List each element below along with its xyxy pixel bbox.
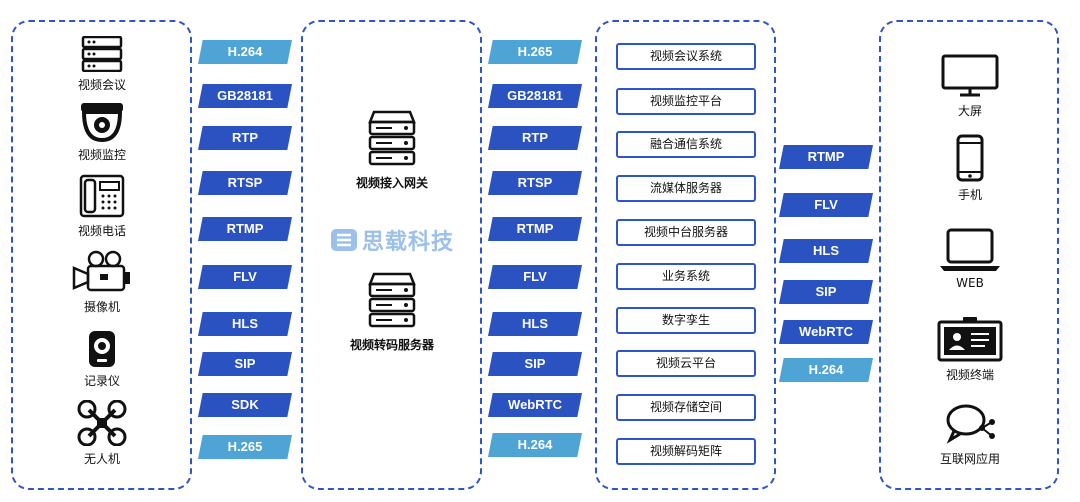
output-protocol-tag: HLS <box>488 312 582 336</box>
device-video-conference: 视频会议 <box>37 36 167 93</box>
input-protocol-tag: RTSP <box>198 171 292 195</box>
output-protocol-tag: SIP <box>488 352 582 376</box>
body-recorder-icon <box>89 331 115 367</box>
input-protocol-tag: H.265 <box>198 435 292 459</box>
system-box: 流媒体服务器 <box>616 175 756 202</box>
terminal-label: 大屏 <box>957 104 982 118</box>
input-protocol-tag: H.264 <box>198 40 292 64</box>
device-drone: 无人机 <box>37 400 167 467</box>
watermark: 思载科技 <box>330 224 454 256</box>
output-protocol-tag: GB28181 <box>488 84 582 108</box>
output-protocol-tag: H.265 <box>488 40 582 64</box>
terminals-panel <box>879 20 1059 490</box>
device-label: 视频电话 <box>77 224 126 238</box>
device-video-phone: 视频电话 <box>37 174 167 239</box>
video-conference-icon <box>81 36 123 72</box>
terminal-label: 视频终端 <box>945 368 994 382</box>
distribution-protocol-tag: H.264 <box>779 358 873 382</box>
monitor-icon <box>941 54 999 97</box>
system-box: 视频会议系统 <box>616 43 756 70</box>
system-box: 业务系统 <box>616 263 756 290</box>
system-box: 视频存储空间 <box>616 394 756 421</box>
input-protocol-tag: SIP <box>198 352 292 376</box>
company-logo-icon <box>331 229 357 251</box>
system-box: 视频监控平台 <box>616 88 756 115</box>
input-protocol-tag: FLV <box>198 265 292 289</box>
server-label: 视频转码服务器 <box>349 338 434 352</box>
video-phone-icon <box>79 174 125 218</box>
transcoding-server: 视频转码服务器 <box>312 270 472 353</box>
server-label: 视频接入网关 <box>355 176 428 190</box>
source-devices-panel <box>11 20 192 490</box>
terminal-phone: 手机 <box>905 134 1035 203</box>
terminal-label: WEB <box>956 276 984 290</box>
device-label: 无人机 <box>83 452 120 466</box>
drone-icon <box>77 400 127 446</box>
device-camcorder: 摄像机 <box>37 250 167 315</box>
terminal-big-screen: 大屏 <box>905 54 1035 119</box>
distribution-protocol-tag: WebRTC <box>779 320 873 344</box>
gateway-server: 视频接入网关 <box>312 108 472 191</box>
distribution-protocol-tag: HLS <box>779 239 873 263</box>
device-label: 记录仪 <box>83 374 120 388</box>
device-recorder: 记录仪 <box>37 330 167 389</box>
watermark-text: 思载科技 <box>362 230 455 255</box>
server-rack-icon <box>368 110 416 166</box>
laptop-icon <box>940 228 1000 271</box>
terminal-web: WEB <box>905 228 1035 290</box>
smartphone-icon <box>956 134 984 182</box>
output-protocol-tag: RTMP <box>488 217 582 241</box>
terminal-video-terminal: 视频终端 <box>905 316 1035 383</box>
device-label: 摄像机 <box>83 300 120 314</box>
input-protocol-tag: GB28181 <box>198 84 292 108</box>
system-box: 视频中台服务器 <box>616 219 756 246</box>
system-box: 数字孪生 <box>616 307 756 334</box>
input-protocol-tag: HLS <box>198 312 292 336</box>
output-protocol-tag: RTSP <box>488 171 582 195</box>
system-box: 视频云平台 <box>616 350 756 377</box>
terminal-label: 手机 <box>957 188 982 202</box>
output-protocol-tag: H.264 <box>488 433 582 457</box>
gateway-panel <box>301 20 482 490</box>
surveillance-camera-icon <box>81 103 123 142</box>
distribution-protocol-tag: SIP <box>779 280 873 304</box>
systems-panel <box>595 20 776 490</box>
terminal-label: 互联网应用 <box>939 452 1000 466</box>
system-box: 视频解码矩阵 <box>616 438 756 465</box>
device-label: 视频监控 <box>77 148 126 162</box>
video-terminal-icon <box>937 317 1003 362</box>
chat-network-icon <box>946 404 995 444</box>
distribution-protocol-tag: RTMP <box>779 145 873 169</box>
terminal-internet-app: 互联网应用 <box>905 402 1035 467</box>
output-protocol-tag: WebRTC <box>488 393 582 417</box>
output-protocol-tag: FLV <box>488 265 582 289</box>
camcorder-icon <box>72 250 130 292</box>
server-rack-icon <box>368 272 416 328</box>
device-label: 视频会议 <box>77 78 126 92</box>
input-protocol-tag: RTP <box>198 126 292 150</box>
system-box: 融合通信系统 <box>616 131 756 158</box>
device-surveillance: 视频监控 <box>37 102 167 163</box>
input-protocol-tag: RTMP <box>198 217 292 241</box>
input-protocol-tag: SDK <box>198 393 292 417</box>
output-protocol-tag: RTP <box>488 126 582 150</box>
distribution-protocol-tag: FLV <box>779 193 873 217</box>
